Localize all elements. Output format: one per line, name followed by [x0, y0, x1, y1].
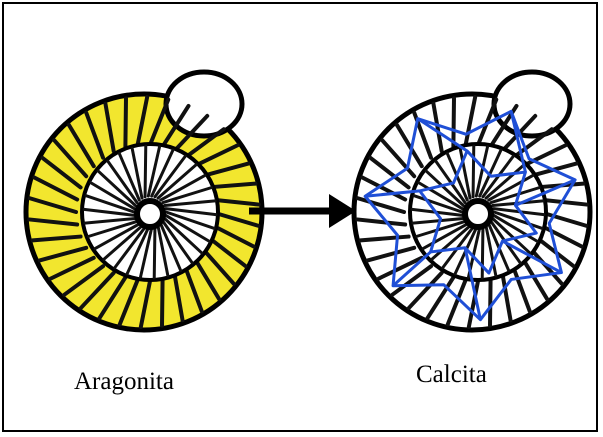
calcite-label: Calcita	[416, 361, 487, 389]
figure-frame: Aragonita Calcita	[2, 2, 598, 432]
aragonite-shell	[26, 72, 262, 330]
calcite-shell	[354, 72, 590, 330]
aragonite-label: Aragonita	[74, 368, 174, 396]
transformation-arrow	[249, 194, 356, 228]
